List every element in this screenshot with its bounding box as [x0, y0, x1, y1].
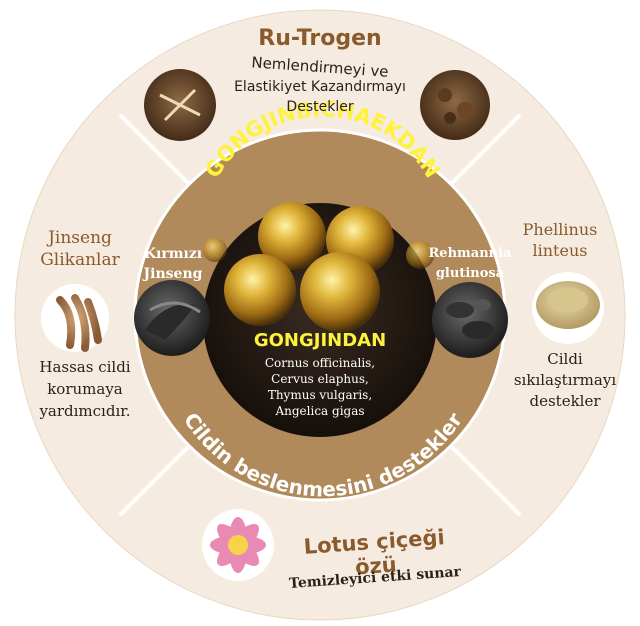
ginseng-glycan-desc-line2: korumaya [47, 380, 123, 398]
ginseng-glycan-image [41, 284, 109, 352]
lotus-image [202, 509, 274, 581]
ginseng-glycan-desc-line1: Hassas cildi [39, 358, 131, 376]
ru-trogen-title: Ru-Trogen [258, 26, 382, 51]
ru-trogen-left-image [144, 69, 216, 141]
phellinus-desc-line2: sıkılaştırmayı [513, 371, 617, 389]
ginseng-glycan-title-line2: Glikanlar [40, 250, 120, 270]
ru-trogen-desc-line3: Destekler [286, 99, 354, 115]
phellinus-title-line2: linteus [532, 241, 588, 260]
red-ginseng-label-line2: Jinseng [143, 266, 203, 282]
ru-trogen-right-image [420, 70, 490, 140]
ru-trogen-desc-line2: Elastikiyet Kazandırmayı [234, 79, 406, 95]
center-item-2: Cervus elaphus, [271, 372, 369, 386]
rehmannia-label-line2: glutinosa [435, 266, 505, 281]
red-ginseng-label-line1: Kırmızı [143, 246, 203, 262]
center-item-4: Angelica gigas [275, 404, 365, 418]
ginseng-glycan-title-line1: Jinseng [48, 228, 112, 248]
phellinus-image [532, 272, 604, 344]
phellinus-desc-line3: destekler [529, 392, 601, 410]
center-item-1: Cornus officinalis, [264, 356, 376, 370]
rehmannia-label-line1: Rehmannia [428, 246, 512, 261]
phellinus-title-line1: Phellinus [522, 220, 598, 239]
rehmannia-image [432, 282, 508, 358]
center-item-3: Thymus vulgaris, [267, 388, 373, 402]
center-title: GONGJINDAN [253, 330, 387, 351]
ginseng-glycan-desc-line3: yardımcıdır. [39, 402, 131, 420]
phellinus-desc-line1: Cildi [547, 350, 583, 368]
red-ginseng-image [134, 280, 210, 356]
gold-balls-image [203, 202, 434, 332]
